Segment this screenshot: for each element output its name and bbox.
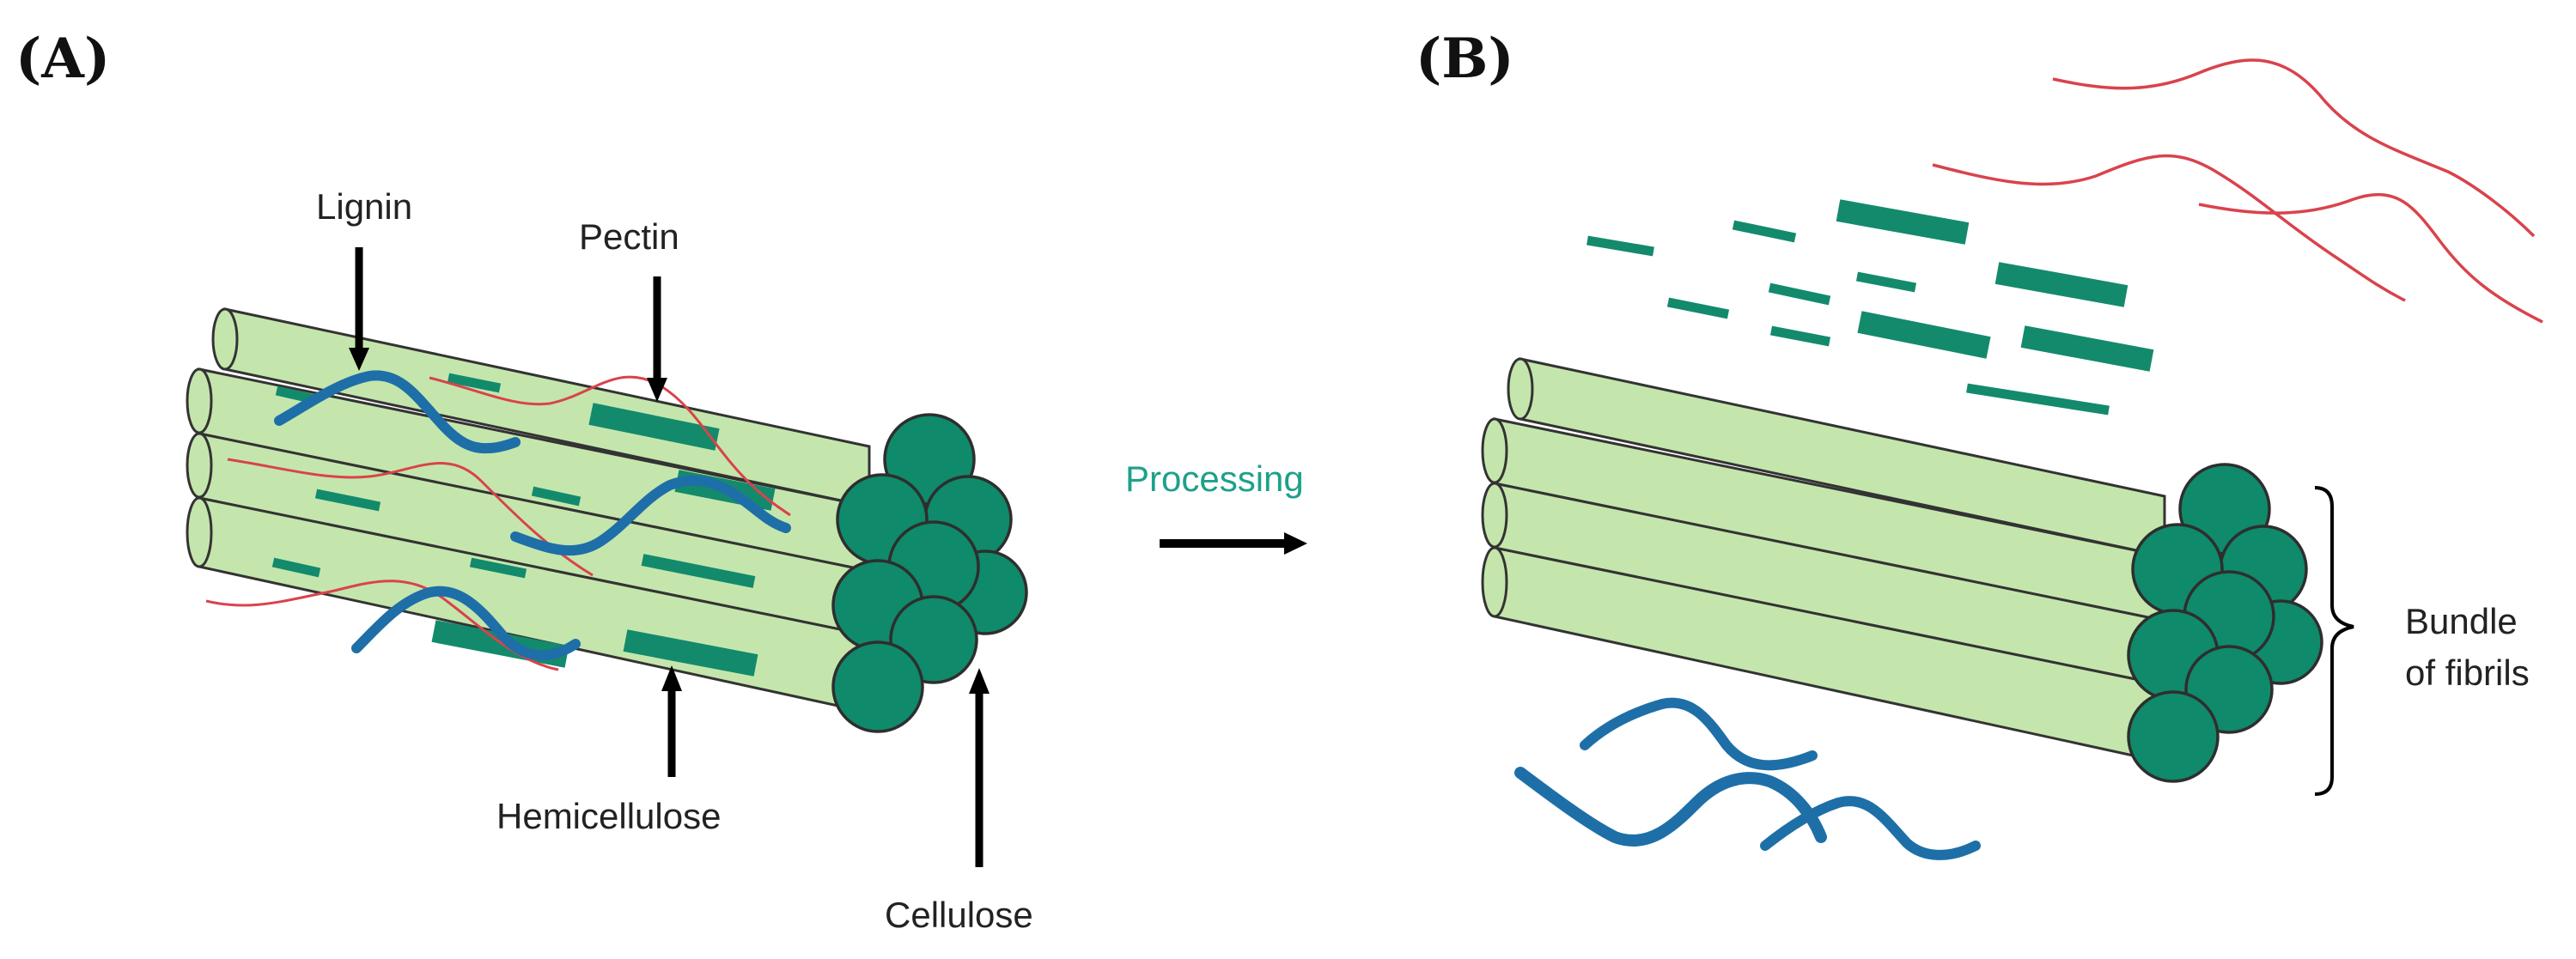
pectin-label: Pectin bbox=[579, 216, 679, 257]
lignin-arrowhead bbox=[349, 348, 369, 371]
lignin-label: Lignin bbox=[316, 186, 412, 227]
processing-label: Processing bbox=[1125, 458, 1304, 499]
fiber-bundle-a bbox=[186, 307, 1028, 733]
pectin-strands-b bbox=[1932, 58, 2543, 324]
fiber-bundle-b bbox=[1481, 357, 2323, 783]
lignin-strands-b bbox=[1514, 697, 1981, 860]
cellulose-label: Cellulose bbox=[885, 895, 1033, 935]
hemicellulose-strands-b bbox=[1586, 199, 2154, 416]
processing-arrowhead bbox=[1284, 532, 1307, 555]
hemicellulose-label: Hemicellulose bbox=[496, 796, 721, 836]
bundle-brace bbox=[2314, 486, 2354, 796]
lignin-strands-a bbox=[274, 370, 791, 661]
panel-label-a: (A) bbox=[15, 27, 110, 91]
pectin-arrowhead bbox=[647, 378, 667, 402]
bundle-label-line1: Bundle bbox=[2405, 601, 2518, 641]
bundle-label-line2: of fibrils bbox=[2405, 652, 2530, 693]
cellulose-arrowhead bbox=[969, 668, 990, 694]
hemicellulose-arrowhead bbox=[661, 665, 682, 691]
panel-label-b: (B) bbox=[1416, 27, 1514, 91]
